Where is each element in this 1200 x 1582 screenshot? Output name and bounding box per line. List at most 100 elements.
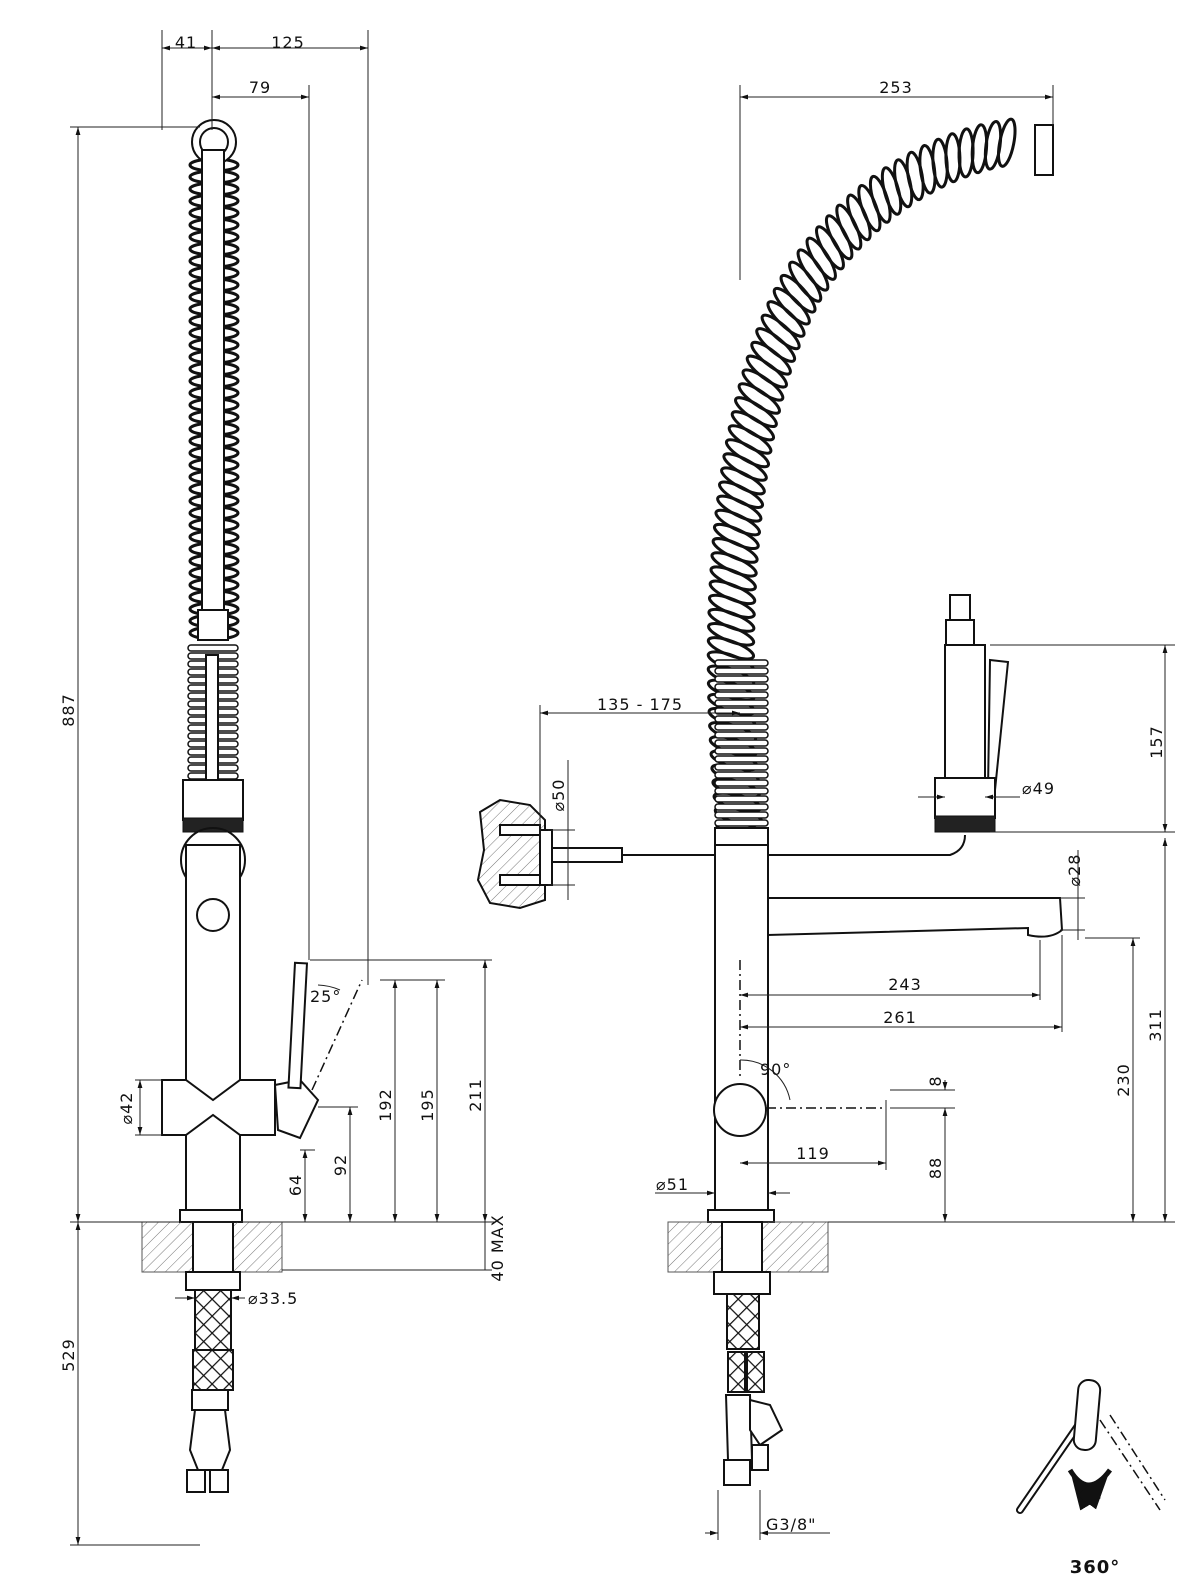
left-body-column [185, 844, 241, 1216]
dim-230: 230 [1114, 1063, 1133, 1097]
spout [767, 897, 1064, 938]
bellows-ring [714, 771, 769, 779]
dim-243: 243 [888, 975, 922, 994]
wall-plate [539, 829, 553, 886]
left-base-flange [179, 1209, 243, 1223]
dim-261: 261 [883, 1008, 917, 1027]
right-hose-1 [726, 1293, 760, 1350]
thread-size-label: G3/8" [766, 1515, 817, 1534]
spring-turn [707, 622, 756, 647]
dim-157: 157 [1147, 725, 1166, 759]
dim-40-max: 40 MAX [488, 1214, 507, 1281]
right-nut [713, 1271, 771, 1295]
spray-support-arm [768, 834, 966, 856]
right-valve-nut-2 [751, 1444, 769, 1471]
left-bellows [187, 644, 239, 780]
bellows-ring [714, 675, 769, 683]
bellows-ring [714, 691, 769, 699]
wall-anchor-bottom [499, 874, 541, 886]
wall-section [476, 798, 546, 910]
right-dimensions [539, 85, 1175, 1540]
dim-195: 195 [418, 1088, 437, 1122]
dim-887: 887 [59, 693, 78, 727]
left-slot [205, 654, 219, 786]
dim-dia-51: ⌀51 [656, 1175, 689, 1194]
left-valve-nut-2 [209, 1469, 229, 1493]
wall-anchor-top [499, 824, 541, 836]
bellows-ring [714, 659, 769, 667]
dim-64: 64 [286, 1174, 305, 1196]
bellows-ring [714, 683, 769, 691]
rotation-360-label: 360° [1070, 1557, 1121, 1578]
spray-head-nut [934, 815, 996, 833]
dim-lever-angle-25: 25° [310, 987, 341, 1006]
right-shank [721, 1221, 763, 1273]
dim-dia-50: ⌀50 [549, 779, 568, 812]
right-base-flange [707, 1209, 775, 1223]
bellows-ring [714, 795, 769, 803]
bellows-ring [714, 699, 769, 707]
bellows-ring [714, 819, 769, 827]
dim-88: 88 [926, 1157, 945, 1179]
spring-turn [893, 158, 914, 209]
right-valve-nut [723, 1459, 751, 1486]
left-hose-coupling [197, 609, 229, 641]
bellows-ring [714, 779, 769, 787]
left-nut [185, 1271, 241, 1291]
dim-dia-33-5: ⌀33.5 [248, 1289, 298, 1308]
bellows-ring [714, 763, 769, 771]
left-hose-fitting [191, 1389, 229, 1411]
bellows-ring [714, 755, 769, 763]
left-lever [287, 961, 309, 1090]
spring-top-mount [1034, 124, 1054, 176]
left-shank [192, 1221, 234, 1273]
spray-trigger [986, 658, 1010, 791]
right-body-column [714, 827, 769, 1216]
dim-dia-42: ⌀42 [117, 1092, 136, 1125]
dim-125: 125 [271, 33, 305, 52]
left-hose-2 [192, 1349, 234, 1391]
bellows-ring [714, 787, 769, 795]
dim-dia-49: ⌀49 [1022, 779, 1055, 798]
dim-529: 529 [59, 1338, 78, 1372]
right-hose-3 [746, 1351, 765, 1393]
left-hose-1 [194, 1289, 232, 1351]
spray-head-collar [934, 777, 996, 819]
spring-turn [707, 607, 756, 633]
left-valve [188, 1409, 232, 1471]
bellows-ring [714, 747, 769, 755]
bellows-ring [714, 715, 769, 723]
spring-turn [857, 183, 882, 233]
dim-211: 211 [466, 1078, 485, 1112]
left-mixer-body [161, 1079, 276, 1136]
right-valve-2 [749, 1398, 784, 1447]
right-hose-2 [727, 1351, 746, 1393]
dim-119: 119 [796, 1144, 830, 1163]
left-side-view: 41 125 79 887 25° ⌀42 64 92 192 195 211 … [59, 30, 507, 1546]
spring-turn [706, 636, 756, 661]
left-lever-rotated [311, 979, 363, 1091]
left-hose-tube [201, 149, 225, 611]
spring-turn [868, 174, 892, 224]
right-bellows [714, 659, 769, 827]
dim-192: 192 [376, 1088, 395, 1122]
bellows-ring [187, 644, 239, 652]
bracket-sleeve [551, 847, 623, 863]
bellows-ring [714, 723, 769, 731]
left-dimensions [70, 30, 495, 1546]
bellows-ring [714, 803, 769, 811]
dim-92: 92 [331, 1154, 350, 1176]
dim-253: 253 [879, 78, 913, 97]
dim-135-175: 135 - 175 [597, 695, 683, 714]
bellows-ring [714, 731, 769, 739]
right-front-view: 253 135 - 175 ⌀50 157 ⌀49 ⌀28 243 261 90… [476, 78, 1175, 1540]
dim-8: 8 [926, 1075, 945, 1086]
spray-head-body [944, 644, 986, 781]
spray-hose-fitting [949, 594, 971, 621]
rotation-360-icon: 360° [1016, 1379, 1166, 1578]
spring-turn [996, 117, 1017, 168]
left-spray-nut [182, 817, 244, 833]
left-valve-nut [186, 1469, 206, 1493]
dim-79: 79 [249, 78, 271, 97]
